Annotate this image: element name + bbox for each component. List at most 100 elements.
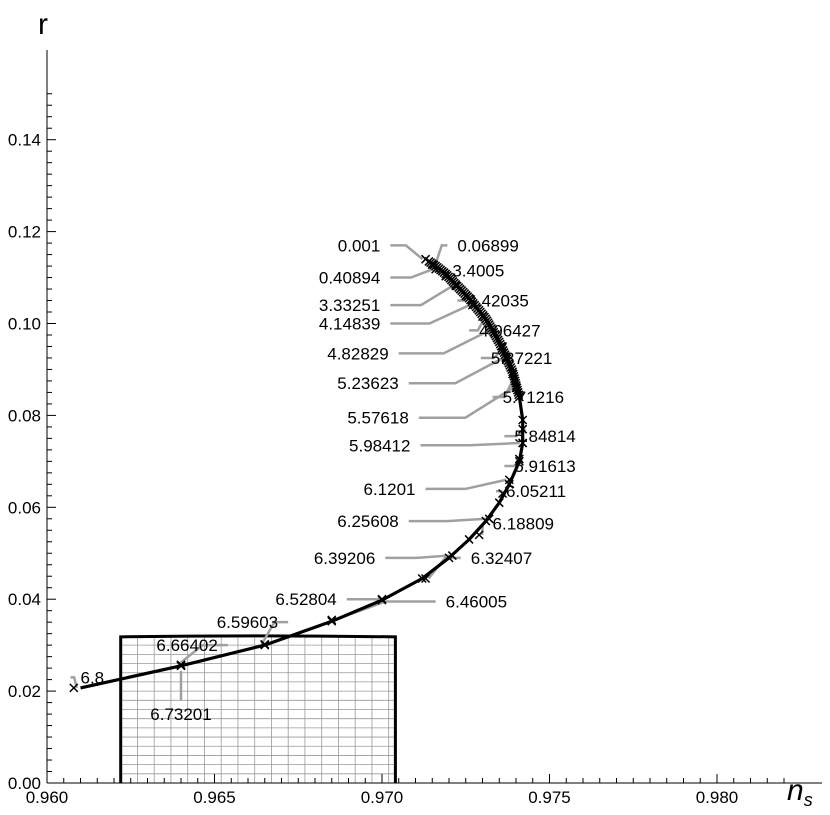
point-label: 6.66402 [156, 636, 217, 655]
marker-stroke [431, 264, 441, 274]
point-label: 0.40894 [319, 269, 380, 288]
y-tick-label: 0.10 [8, 315, 41, 334]
y-tick-label: 0.00 [8, 774, 41, 793]
point-label: 4.14839 [319, 315, 380, 334]
curve [80, 260, 525, 690]
marker-stroke [503, 356, 513, 366]
y-tick-label: 0.04 [8, 590, 41, 609]
data-point-marker [504, 475, 514, 485]
marker-stroke [508, 367, 518, 377]
marker-stroke [514, 390, 524, 400]
data-point-marker [431, 264, 441, 274]
data-point-marker [498, 341, 508, 352]
point-label: 6.32407 [471, 549, 532, 568]
marker-stroke [518, 415, 528, 425]
data-point-marker [421, 254, 431, 264]
y-tick-label: 0.08 [8, 406, 41, 425]
marker-stroke [500, 350, 510, 360]
data-point-marker [327, 616, 337, 626]
marker-stroke [421, 573, 431, 584]
point-label: 3.4005 [452, 262, 504, 281]
label-leader-line [398, 329, 491, 355]
point-label: 0.06899 [457, 236, 518, 255]
point-label: 0.001 [338, 236, 381, 255]
point-label: 5.84814 [514, 427, 575, 446]
marker-stroke [447, 551, 457, 561]
point-label: 5.91613 [514, 457, 575, 476]
x-axis-title-main: n [787, 774, 804, 807]
marker-stroke [509, 371, 519, 381]
series-line [80, 260, 525, 690]
label-leader-line [408, 356, 504, 385]
marker-stroke [461, 291, 471, 301]
data-point-marker [427, 260, 437, 270]
data-point-marker [514, 392, 524, 402]
marker-stroke [509, 374, 520, 384]
marker-stroke [467, 300, 477, 310]
data-point-marker [508, 369, 518, 379]
label-leader-line [434, 244, 448, 266]
marker-stroke [477, 312, 488, 322]
data-point-marker [501, 353, 511, 363]
data-point-marker [514, 454, 524, 464]
region-boundary [119, 634, 397, 783]
marker-stroke [511, 383, 521, 393]
marker-stroke [511, 381, 521, 391]
label-leader-line [390, 244, 424, 261]
marker-stroke [507, 365, 517, 375]
marker-stroke [506, 362, 516, 373]
markers [69, 254, 528, 693]
label-leader-line [260, 620, 289, 645]
label-leader-line [425, 478, 507, 491]
data-point-marker [518, 424, 528, 434]
marker-stroke [494, 337, 504, 347]
marker-stroke [498, 488, 508, 499]
marker-stroke [327, 616, 337, 626]
label-leader-line [408, 517, 487, 523]
point-label: 6.8 [81, 668, 105, 687]
y-axis-title: r [38, 8, 48, 41]
data-point-marker [461, 291, 471, 301]
data-point-marker [176, 660, 186, 670]
label-leader-line [390, 303, 470, 325]
marker-stroke [176, 660, 186, 670]
marker-stroke [327, 615, 337, 625]
data-point-marker [421, 573, 431, 584]
label-leader-line [385, 554, 450, 560]
point-label: 6.18809 [493, 514, 554, 533]
point-label: 4.82829 [327, 344, 388, 363]
marker-stroke [501, 353, 511, 363]
point-label: 3.33251 [319, 296, 380, 315]
marker-stroke [518, 438, 528, 448]
label-leader-line [70, 676, 79, 689]
marker-stroke [69, 683, 79, 693]
data-point-marker [69, 683, 79, 693]
point-label: 6.46005 [446, 592, 507, 611]
marker-stroke [377, 594, 387, 604]
point-label: 5.37221 [491, 349, 552, 368]
marker-stroke [260, 639, 270, 649]
y-tick-label: 0.02 [8, 682, 41, 701]
marker-stroke [514, 454, 524, 464]
data-point-marker [377, 594, 387, 604]
marker-stroke [514, 392, 524, 402]
data-point-marker [484, 514, 494, 524]
data-point-marker [477, 312, 488, 322]
y-tick-label: 0.14 [8, 131, 41, 150]
data-point-marker [327, 615, 337, 625]
y-tick-label: 0.12 [8, 223, 41, 242]
point-label: 6.05211 [506, 482, 566, 501]
x-tick-label: 0.970 [361, 788, 404, 807]
data-point-marker [260, 639, 270, 649]
data-point-marker [518, 438, 528, 448]
marker-stroke [474, 530, 484, 540]
data-point-marker [441, 271, 451, 281]
marker-stroke [501, 352, 511, 362]
marker-stroke [504, 475, 514, 485]
data-point-marker [498, 488, 508, 499]
marker-stroke [441, 271, 451, 281]
data-point-marker [467, 300, 477, 310]
x-axis-title: ns [787, 774, 813, 810]
